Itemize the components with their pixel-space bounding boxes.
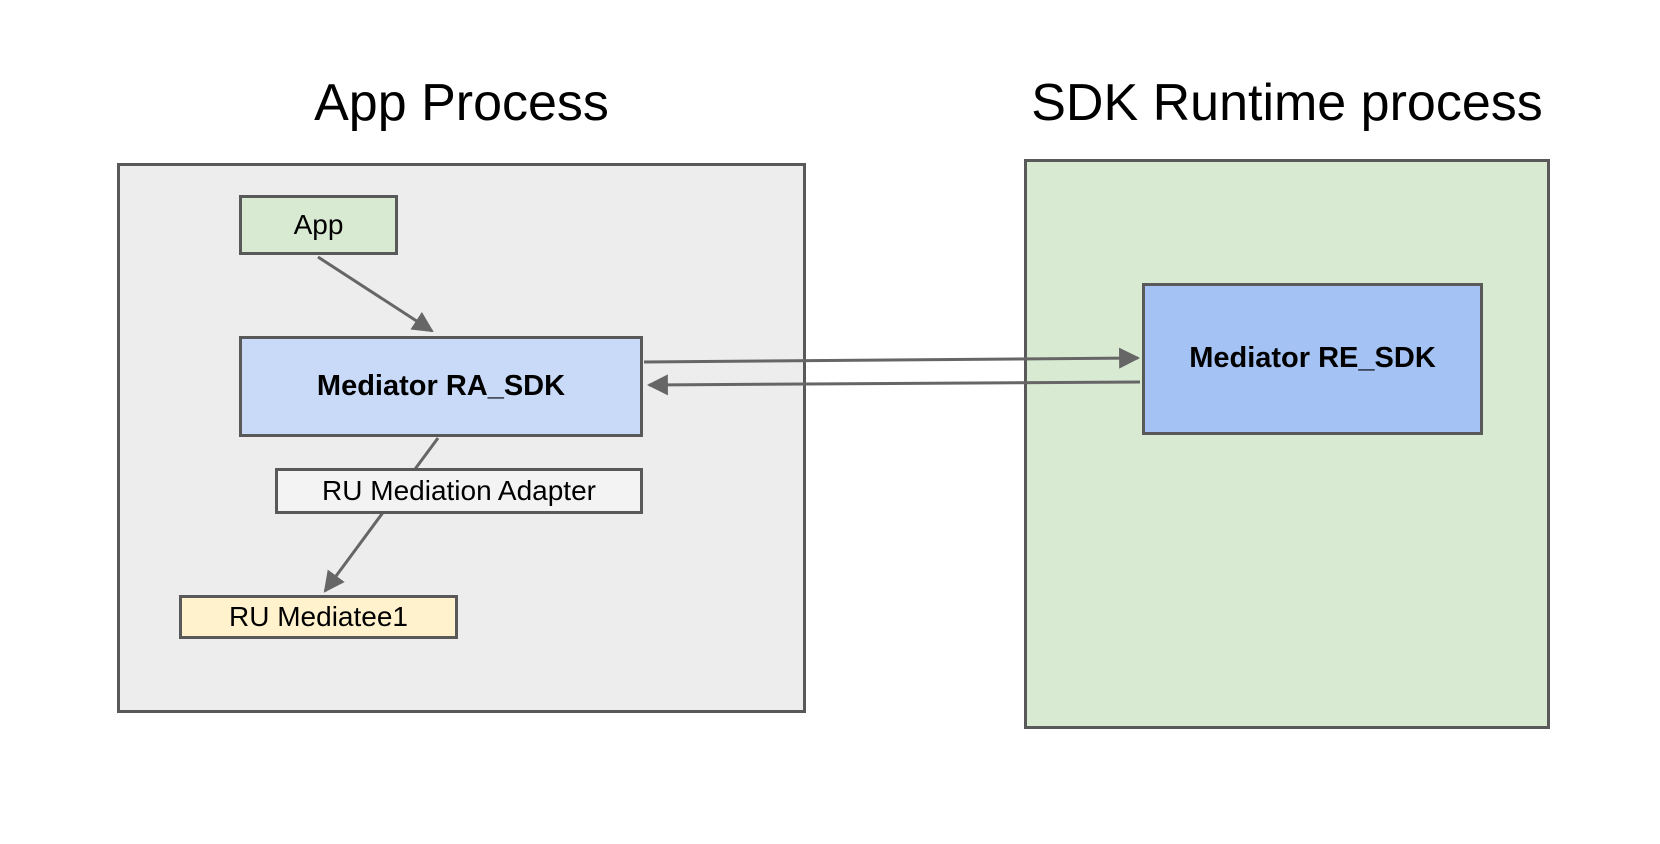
node-ru-mediatee1: RU Mediatee1 bbox=[179, 595, 458, 639]
node-mediator-re-sdk-label: Mediator RE_SDK bbox=[1189, 342, 1436, 375]
app-process-title: App Process bbox=[314, 74, 609, 132]
node-mediator-ra-sdk: Mediator RA_SDK bbox=[239, 336, 643, 437]
node-app: App bbox=[239, 195, 398, 255]
node-mediator-ra-sdk-label: Mediator RA_SDK bbox=[316, 369, 566, 402]
sdk-runtime-title: SDK Runtime process bbox=[1031, 74, 1543, 132]
node-app-label: App bbox=[293, 208, 344, 240]
node-mediator-re-sdk: Mediator RE_SDK bbox=[1142, 283, 1483, 435]
node-ru-mediation-adapter: RU Mediation Adapter bbox=[275, 468, 643, 514]
sdk-runtime-container bbox=[1024, 159, 1550, 729]
node-ru-mediation-adapter-label: RU Mediation Adapter bbox=[322, 474, 596, 506]
node-ru-mediatee1-label: RU Mediatee1 bbox=[229, 600, 408, 632]
